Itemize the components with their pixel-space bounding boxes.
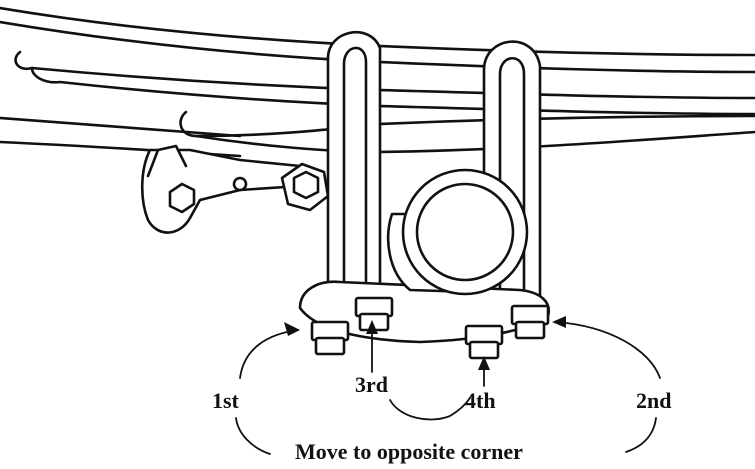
- nut-4th: [464, 324, 504, 360]
- caption: Move to opposite corner: [295, 439, 523, 464]
- label-4th: 4th: [465, 388, 496, 413]
- arrow-1st: [239, 329, 299, 379]
- nut-1st: [310, 320, 350, 356]
- label-2nd: 2nd: [636, 388, 671, 413]
- label-3rd: 3rd: [355, 372, 388, 397]
- shackle-bracket: [140, 144, 330, 234]
- arc-3rd-to-4th: [389, 397, 471, 421]
- arc-1st-to-caption: [235, 417, 271, 455]
- arc-2nd-to-caption: [625, 417, 657, 453]
- leaf-spring: [0, 6, 755, 158]
- nut-2nd: [510, 304, 550, 340]
- sequence-arcs: [235, 397, 657, 455]
- label-1st: 1st: [212, 388, 240, 413]
- arrow-2nd: [555, 321, 661, 379]
- nut-3rd: [354, 296, 394, 332]
- callout-arrows: [239, 316, 661, 387]
